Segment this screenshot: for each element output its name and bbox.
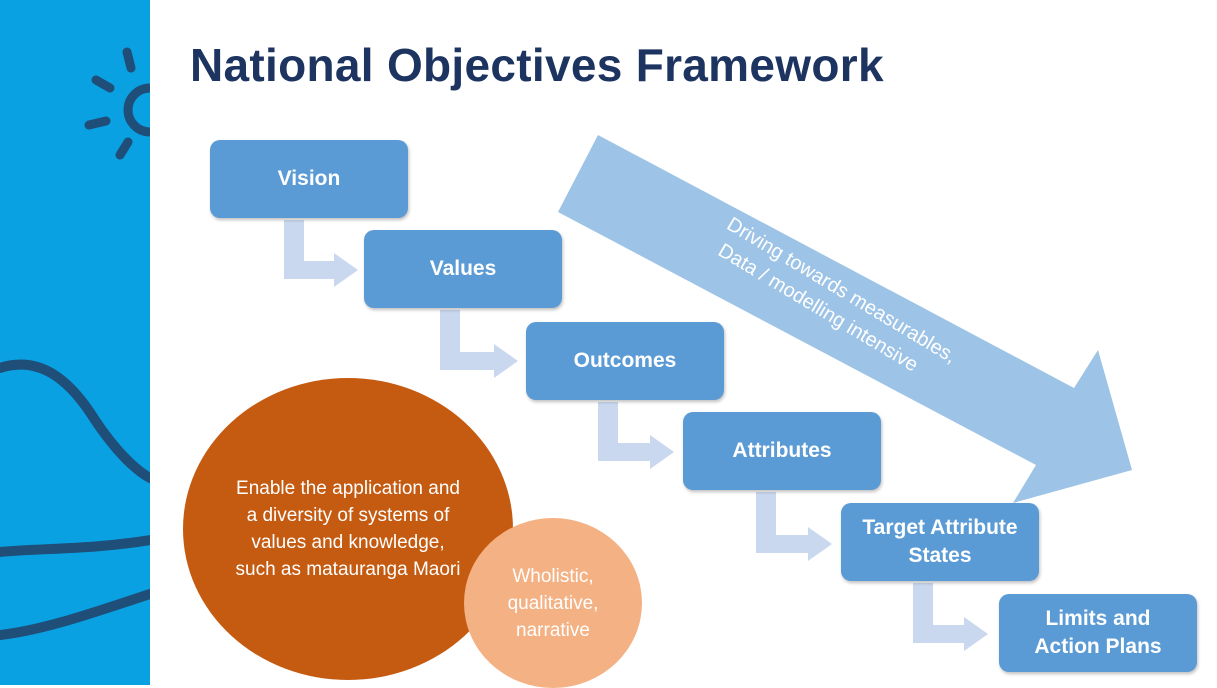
- step-values: Values: [364, 230, 562, 308]
- connector-arrow-2: [440, 310, 518, 378]
- matauranga-circle-text: Enable the application and a diversity o…: [235, 478, 461, 580]
- connector-arrow-3: [598, 402, 674, 469]
- connector-arrow-5: [913, 583, 988, 651]
- big-diagonal-arrow: [558, 135, 1132, 503]
- connector-arrow-4: [756, 492, 832, 561]
- step-attributes: Attributes: [683, 412, 881, 490]
- sun-icon: [84, 47, 150, 160]
- step-limits-and-action-plans-label: Limits and Action Plans: [1034, 607, 1162, 658]
- sidebar-band: [0, 0, 150, 685]
- step-limits-and-action-plans: Limits and Action Plans: [999, 594, 1197, 672]
- wholistic-circle: Wholistic, qualitative, narrative: [464, 518, 642, 688]
- matauranga-circle: Enable the application and a diversity o…: [183, 378, 513, 680]
- wave-lines-icon: [0, 359, 150, 640]
- step-target-attribute-states-label: Target Attribute States: [862, 516, 1018, 567]
- step-outcomes: Outcomes: [526, 322, 724, 400]
- page-title: National Objectives Framework: [190, 39, 884, 91]
- connector-arrow-1: [284, 220, 358, 287]
- step-vision: Vision: [210, 140, 408, 218]
- step-target-attribute-states: Target Attribute States: [841, 503, 1039, 581]
- step-connectors: [284, 220, 988, 651]
- wholistic-circle-text: Wholistic, qualitative, narrative: [507, 565, 599, 641]
- sidebar-decoration: [0, 47, 150, 640]
